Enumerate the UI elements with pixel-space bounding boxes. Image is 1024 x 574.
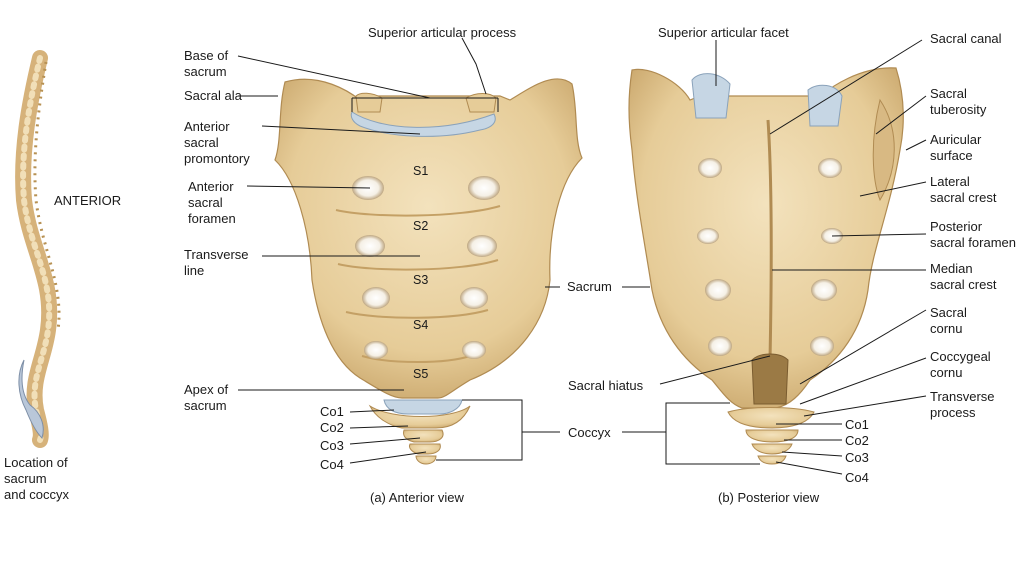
label-sacral-canal: Sacral canal [930, 31, 1002, 46]
segment-label-s3: S3 [413, 273, 429, 287]
label-sacral-ala: Sacral ala [184, 88, 242, 103]
posterior-sacrum-illustration [628, 67, 904, 465]
label-median-sacral-crest: Median sacral crest [930, 261, 997, 292]
label-posterior-co3: Co3 [845, 450, 869, 465]
segment-label-s2: S2 [413, 219, 429, 233]
label-base-of-sacrum: Base of sacrum [184, 48, 229, 79]
label-posterior-co1: Co1 [845, 417, 869, 432]
label-transverse-line: Transverse line [184, 247, 249, 278]
label-apex-of-sacrum: Apex of sacrum [184, 382, 229, 413]
label-coccyx: Coccyx [568, 425, 611, 440]
location-caption: Location of sacrum and coccyx [4, 455, 70, 502]
label-posterior-co4: Co4 [845, 470, 869, 485]
anterior-orientation-label: ANTERIOR [54, 193, 122, 208]
caption-posterior-view: (b) Posterior view [718, 490, 820, 505]
vertebral-column-illustration [15, 50, 61, 448]
segment-label-s4: S4 [413, 318, 429, 332]
label-anterior-co3: Co3 [320, 438, 344, 453]
label-lateral-sacral-crest: Lateral sacral crest [930, 174, 997, 205]
label-sacrum: Sacrum [567, 279, 612, 294]
label-superior-articular-facet: Superior articular facet [658, 25, 789, 40]
label-sacral-tuberosity: Sacral tuberosity [930, 86, 987, 117]
label-transverse-process: Transverse process [930, 389, 995, 420]
label-anterior-co4: Co4 [320, 457, 344, 472]
leader-lines [237, 37, 927, 475]
label-coccygeal-cornu: Coccygeal cornu [930, 349, 991, 380]
label-auricular-surface: Auricular surface [930, 132, 982, 163]
label-anterior-sacral-promontory: Anterior sacral promontory [184, 119, 250, 166]
label-posterior-sacral-foramen: Posterior sacral foramen [930, 219, 1016, 250]
label-anterior-co1: Co1 [320, 404, 344, 419]
label-anterior-sacral-foramen: Anterior sacral foramen [188, 179, 236, 226]
segment-label-s5: S5 [413, 367, 429, 381]
label-anterior-co2: Co2 [320, 420, 344, 435]
caption-anterior-view: (a) Anterior view [370, 490, 464, 505]
label-sacral-hiatus: Sacral hiatus [568, 378, 644, 393]
label-posterior-co2: Co2 [845, 433, 869, 448]
label-sacral-cornu: Sacral cornu [930, 305, 967, 336]
anterior-sacrum-illustration [274, 78, 583, 465]
label-superior-articular-process: Superior articular process [368, 25, 517, 40]
segment-label-s1: S1 [413, 164, 429, 178]
